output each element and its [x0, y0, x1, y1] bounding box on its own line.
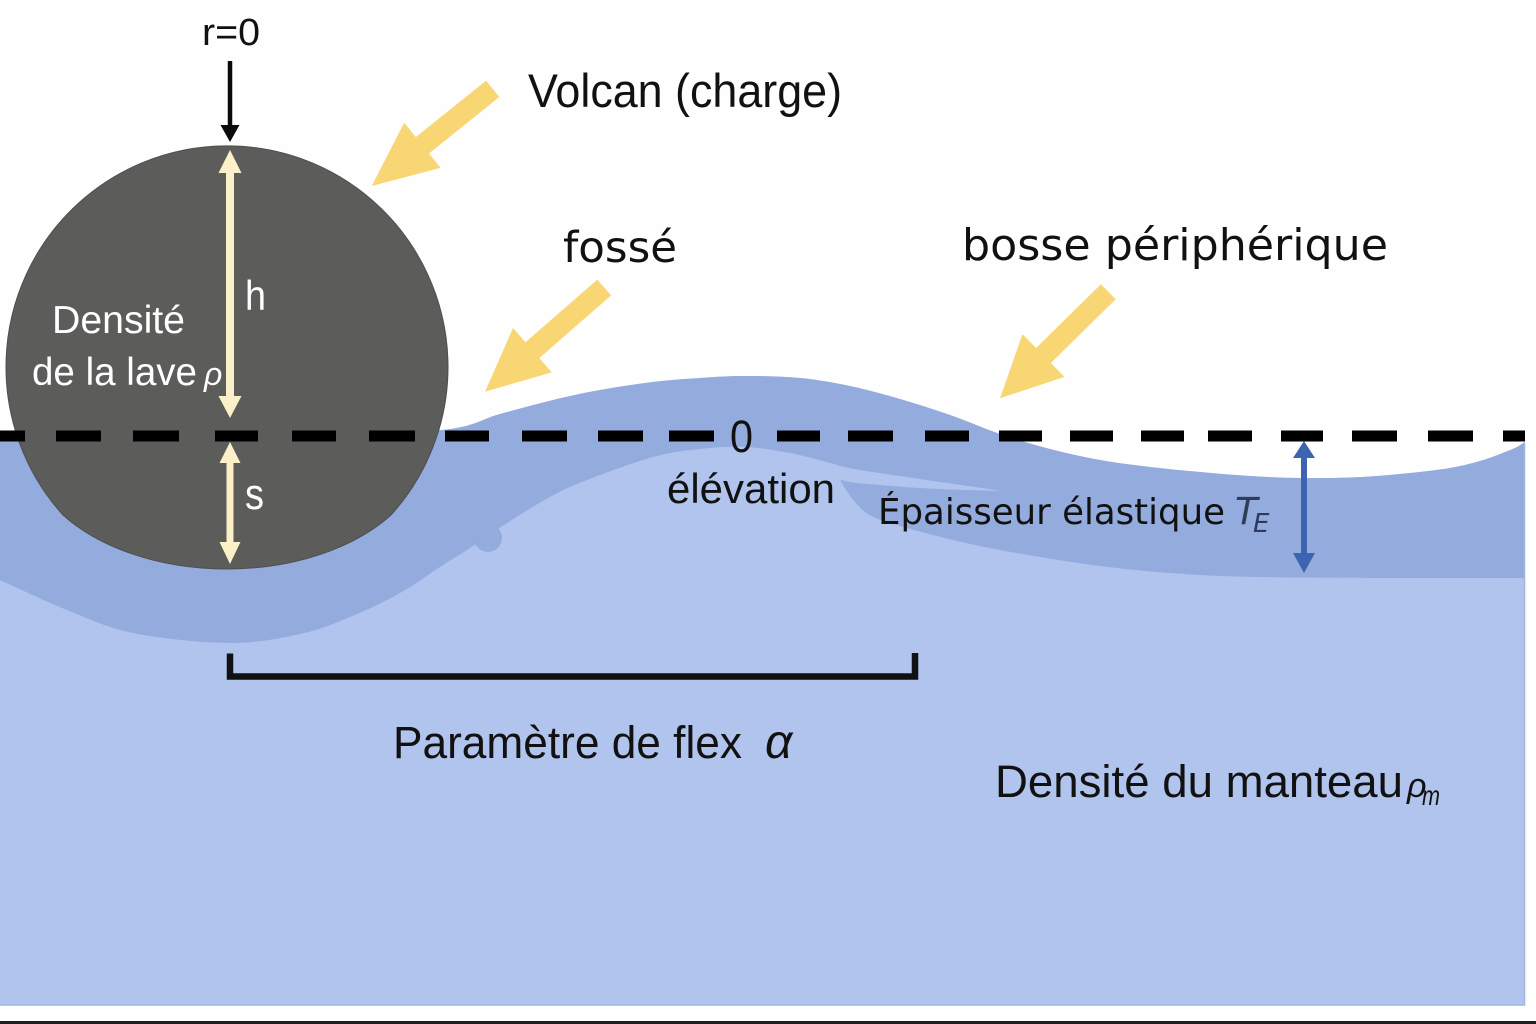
load-label: Volcan (charge) — [528, 64, 842, 117]
bulge-pointer-arrow — [1000, 284, 1116, 399]
flexural-parameter-symbol: α — [765, 716, 794, 769]
mantle-wedge — [836, 465, 1002, 491]
lava-density-label-line1: Densité — [52, 299, 185, 342]
origin-marker-arrow — [220, 61, 240, 142]
lithosphere-bump — [474, 524, 502, 552]
lava-density-symbol: ρ — [203, 356, 222, 392]
arrowhead-bottom — [1293, 553, 1315, 573]
elastic-thickness-dimension-arrow — [1293, 441, 1315, 573]
mantle-density-symbol: ρ — [1406, 767, 1426, 805]
region-edge — [0, 444, 1526, 1006]
flexural-parameter-bracket — [226, 653, 919, 680]
origin-label: r=0 — [202, 12, 260, 54]
elevation-label: élévation — [667, 465, 835, 512]
moat-pointer-arrow — [485, 279, 612, 392]
origin-arrow-head — [220, 125, 240, 142]
mantle-density-label: Densité du manteau — [995, 756, 1403, 807]
flexural-parameter-label: Paramètre de flex — [393, 717, 742, 768]
arrowhead-top — [219, 442, 241, 463]
arrowhead-top — [218, 150, 242, 173]
depression-depth-label: s — [245, 470, 264, 519]
depression-depth-dimension-arrow — [219, 442, 241, 564]
zero-elevation-value: 0 — [730, 411, 753, 462]
peripheral-bulge-label: bosse périphérique — [962, 220, 1388, 271]
load-height-dimension-arrow — [218, 150, 242, 418]
load-height-label: h — [245, 272, 266, 319]
arrowhead-top — [1293, 441, 1315, 458]
mantle-density-subscript: m — [1422, 780, 1440, 811]
arrowhead-bottom — [219, 542, 241, 564]
arrow-shaft — [1301, 457, 1307, 554]
arrowhead-bottom — [218, 396, 242, 418]
elastic-thickness-symbol: T — [1235, 490, 1260, 533]
arrow-shaft — [226, 462, 234, 543]
lava-density-label-line2: de la lave — [32, 351, 197, 394]
load-pointer-arrow — [371, 80, 500, 186]
elastic-thickness-label: Épaisseur élastique — [878, 491, 1225, 533]
elastic-thickness-subscript: E — [1253, 509, 1270, 539]
arrow-shaft — [226, 172, 234, 397]
moat-label: fossé — [563, 223, 677, 273]
bottom-border-line — [0, 1021, 1536, 1024]
